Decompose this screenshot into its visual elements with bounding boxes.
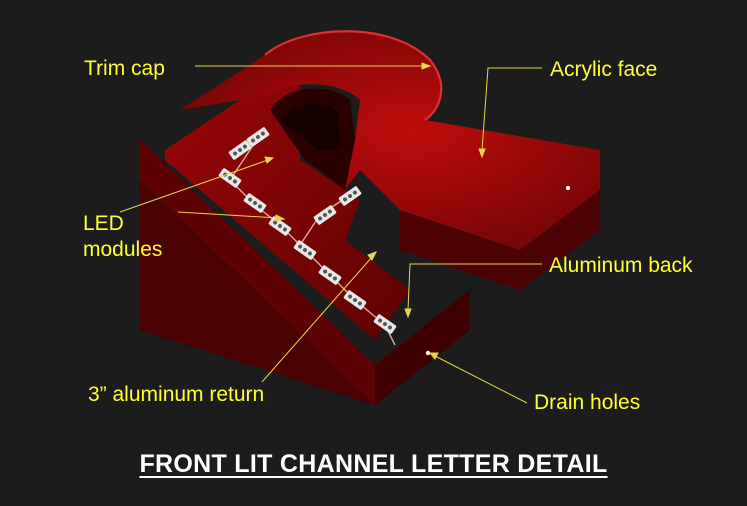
- arrowhead-trim-cap: [421, 62, 432, 70]
- led-module: [313, 205, 337, 225]
- leader-led-1: [119, 159, 269, 213]
- leader-lines: [119, 62, 542, 404]
- leader-aluminum-return: [261, 256, 373, 383]
- label-led-modules-line2: modules: [83, 238, 163, 261]
- arm-return-face: [400, 190, 600, 290]
- acrylic-face-shape: [180, 31, 600, 250]
- leader-aluminum-back: [407, 263, 542, 311]
- leader-drain-holes: [434, 355, 528, 404]
- led-module: [373, 314, 397, 334]
- diagram-title: FRONT LIT CHANNEL LETTER DETAIL: [139, 450, 608, 478]
- label-drain-holes: Drain holes: [534, 391, 641, 414]
- label-aluminum-back: Aluminum back: [549, 254, 693, 277]
- arrowhead-drain-holes: [428, 352, 439, 360]
- arrowhead-acrylic-face: [478, 148, 486, 159]
- led-module: [338, 186, 362, 206]
- front-return-face: [375, 290, 470, 405]
- led-module: [228, 140, 252, 160]
- label-acrylic-face: Acrylic face: [550, 58, 658, 81]
- leader-acrylic-face: [481, 67, 542, 151]
- drain-hole: [425, 350, 431, 356]
- drain-hole: [565, 185, 571, 191]
- arrowhead-led-2: [275, 214, 286, 222]
- label-led-modules-line1: LED: [83, 212, 124, 235]
- label-trim-cap: Trim cap: [84, 57, 165, 80]
- label-aluminum-return: 3” aluminum return: [88, 383, 265, 406]
- led-modules-group: [218, 127, 397, 334]
- led-module: [343, 290, 367, 310]
- led-module: [268, 216, 292, 236]
- counter-inner-shade: [280, 103, 340, 150]
- leader-led-2: [177, 211, 279, 219]
- outer-return-wall: [140, 140, 470, 405]
- led-module: [293, 240, 317, 260]
- left-return-face: [140, 140, 375, 405]
- led-module: [246, 127, 270, 147]
- open-channel-interior: [165, 80, 410, 340]
- led-module: [318, 265, 342, 285]
- trim-cap-outline: [264, 30, 443, 121]
- arrowhead-led-1: [264, 156, 275, 164]
- led-module: [243, 193, 267, 213]
- arrowhead-aluminum-return: [367, 251, 378, 261]
- arrowhead-aluminum-back: [404, 308, 412, 319]
